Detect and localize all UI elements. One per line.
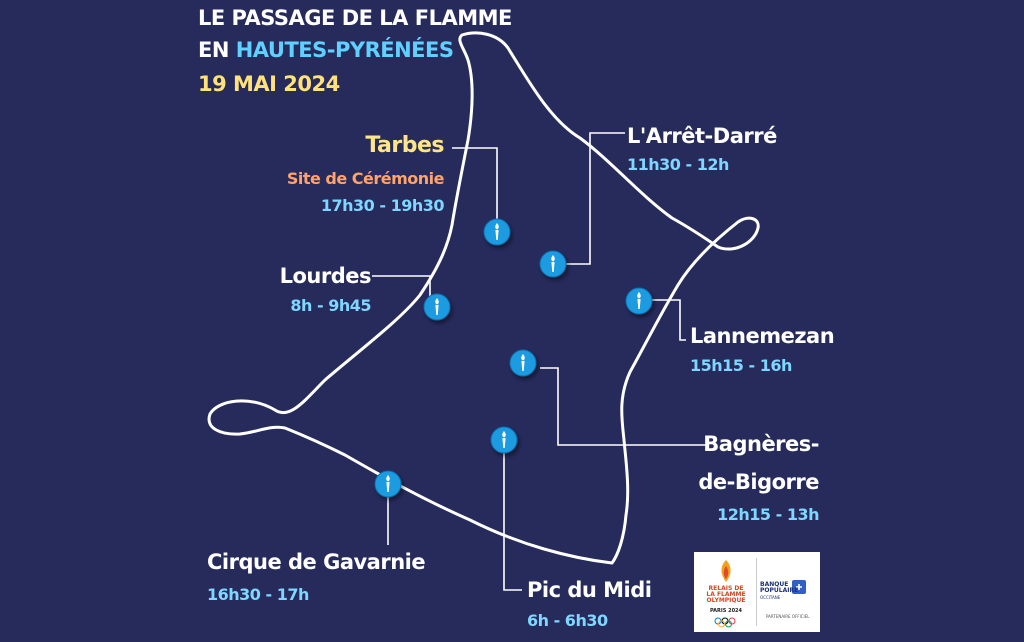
department-outline bbox=[207, 31, 760, 565]
place-name-tarbes: Tarbes bbox=[365, 133, 444, 158]
place-name-gavarnie: Cirque de Gavarnie bbox=[207, 550, 426, 574]
leader-pic-du-midi bbox=[503, 452, 522, 591]
bank-logo-text: BANQUE POPULAIRE bbox=[760, 581, 799, 594]
partner-text: PARTENAIRE OFFICIEL bbox=[766, 614, 810, 619]
torch-icon[interactable] bbox=[483, 218, 511, 246]
place-name-bagneres-line-2: de-Bigorre bbox=[698, 470, 819, 494]
leader-lannemezan bbox=[652, 299, 686, 341]
place-time-pic-du-midi: 6h - 6h30 bbox=[527, 611, 608, 630]
leader-arret-darre bbox=[566, 132, 625, 265]
sponsor-logo-card: RELAIS DE LA FLAMME OLYMPIQUE PARIS 2024… bbox=[694, 552, 820, 632]
event-date: 19 MAI 2024 bbox=[198, 72, 340, 96]
place-name-pic-du-midi: Pic du Midi bbox=[527, 578, 652, 602]
title-line-2: EN HAUTES-PYRÉNÉES bbox=[198, 38, 454, 62]
paris-logo-text: PARIS 2024 bbox=[709, 608, 743, 614]
title-prefix: EN bbox=[198, 38, 236, 62]
bank-region-text: OCCITANE bbox=[760, 595, 781, 600]
torch-icon[interactable] bbox=[374, 470, 402, 498]
place-name-lourdes: Lourdes bbox=[279, 264, 372, 288]
place-name-arret-darre: L'Arrêt-Darré bbox=[627, 124, 777, 148]
torch-icon[interactable] bbox=[509, 349, 537, 377]
title-highlight: HAUTES-PYRÉNÉES bbox=[235, 38, 454, 62]
leader-lourdes bbox=[372, 275, 431, 296]
leader-bagneres bbox=[540, 367, 706, 446]
leader-tarbes bbox=[452, 147, 498, 220]
place-time-lannemezan: 15h15 - 16h bbox=[690, 356, 792, 375]
title-line-1: LE PASSAGE DE LA FLAMME bbox=[198, 6, 512, 30]
place-name-bagneres-line-1: Bagnères- bbox=[703, 432, 819, 456]
place-time-gavarnie: 16h30 - 17h bbox=[207, 585, 309, 604]
torch-icon[interactable] bbox=[625, 287, 653, 315]
logo-divider bbox=[756, 558, 757, 626]
place-name-lannemezan: Lannemezan bbox=[690, 324, 835, 348]
place-time-lourdes: 8h - 9h45 bbox=[290, 296, 371, 315]
place-subtitle-tarbes: Site de Cérémonie bbox=[286, 169, 445, 188]
torch-icon[interactable] bbox=[423, 293, 451, 321]
torch-icon[interactable] bbox=[539, 250, 567, 278]
olympic-flame-logo bbox=[714, 560, 806, 628]
place-time-arret-darre: 11h30 - 12h bbox=[627, 155, 729, 174]
place-time-bagneres: 12h15 - 13h bbox=[717, 505, 819, 524]
place-time-tarbes: 17h30 - 19h30 bbox=[320, 196, 445, 215]
torch-icon[interactable] bbox=[490, 426, 518, 454]
leader-lines bbox=[372, 132, 706, 591]
relais-logo-text: RELAIS DE LA FLAMME OLYMPIQUE bbox=[706, 585, 746, 604]
